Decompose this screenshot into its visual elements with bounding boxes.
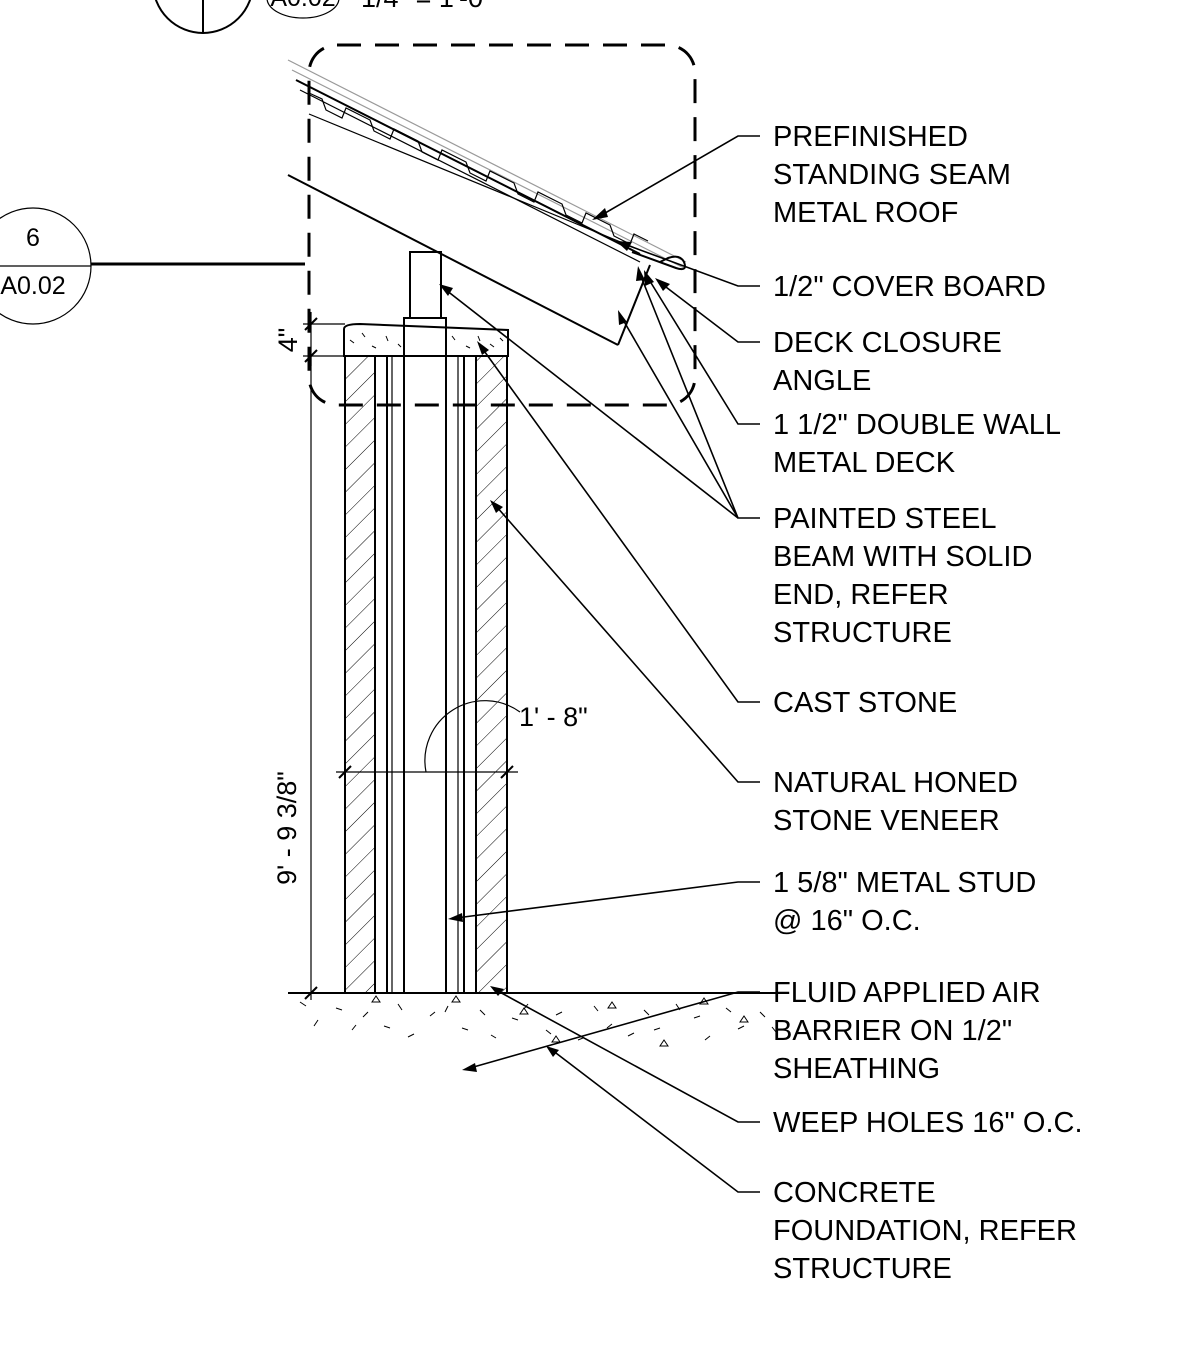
dimension-wall-height: 9' - 9 3/8" — [272, 356, 318, 1000]
wall-assembly — [343, 251, 509, 994]
note-concrete-foundation: CONCRETE FOUNDATION, REFER STRUCTURE — [773, 1177, 1085, 1285]
dimension-wall-width: 1' - 8" — [336, 700, 588, 779]
section-reference-number: 6 — [26, 224, 40, 252]
note-stone-veneer: NATURAL HONED STONE VENEER — [773, 767, 1026, 837]
concrete-foundation — [288, 992, 787, 1047]
callout-notes: PREFINISHED STANDING SEAM METAL ROOF 1/2… — [773, 121, 1085, 1285]
deck-closure-angle — [631, 251, 686, 271]
roof-metal-layer — [291, 69, 685, 269]
section-reference-tag: 6 A0.02 — [0, 207, 305, 325]
note-air-barrier: FLUID APPLIED AIR BARRIER ON 1/2" SHEATH… — [773, 977, 1049, 1085]
roof-assembly — [287, 59, 687, 346]
wall-height-label: 9' - 9 3/8" — [272, 771, 302, 885]
cap-height-label: 4" — [273, 328, 303, 353]
section-reference-sheet: A0.02 — [0, 272, 65, 300]
note-cast-stone: CAST STONE — [773, 687, 957, 719]
detail-title-scale: 1/4" = 1'-0" — [361, 0, 493, 13]
foundation-stipple — [299, 995, 777, 1047]
roof-metal-top — [287, 59, 687, 263]
note-metal-stud: 1 5/8" METAL STUD @ 16" O.C. — [773, 867, 1044, 937]
detail-title-sheet: A0.02 — [270, 0, 335, 12]
cast-stone-cap — [343, 322, 509, 357]
note-weep-holes: WEEP HOLES 16" O.C. — [773, 1107, 1083, 1139]
leader-lines — [439, 135, 760, 1193]
stone-veneer-left — [344, 355, 376, 994]
cover-board-bottom — [299, 89, 641, 263]
note-deck-closure-angle: DECK CLOSURE ANGLE — [773, 327, 1010, 397]
metal-deck-bottom — [308, 113, 641, 251]
note-cover-board: 1/2" COVER BOARD — [773, 271, 1046, 303]
cast-stone-stipple — [349, 332, 504, 349]
detail-title-tag: A0.02 1/4" = 1'-0" — [154, 0, 493, 34]
dimension-cap-height: 4" — [273, 312, 345, 366]
enlarged-detail-boundary — [307, 43, 697, 407]
note-standing-seam-roof: PREFINISHED STANDING SEAM METAL ROOF — [773, 121, 1019, 229]
stone-veneer-right — [475, 355, 508, 994]
wall-width-label: 1' - 8" — [519, 702, 588, 732]
note-metal-deck: 1 1/2" DOUBLE WALL METAL DECK — [773, 409, 1068, 479]
steel-column-top — [409, 251, 442, 319]
steel-beam-top — [287, 174, 619, 346]
steel-column-through-cap — [403, 317, 447, 357]
note-steel-beam: PAINTED STEEL BEAM WITH SOLID END, REFER… — [773, 503, 1040, 649]
detail-title-sheet-bubble — [266, 0, 340, 19]
metal-deck-profile — [308, 92, 649, 245]
